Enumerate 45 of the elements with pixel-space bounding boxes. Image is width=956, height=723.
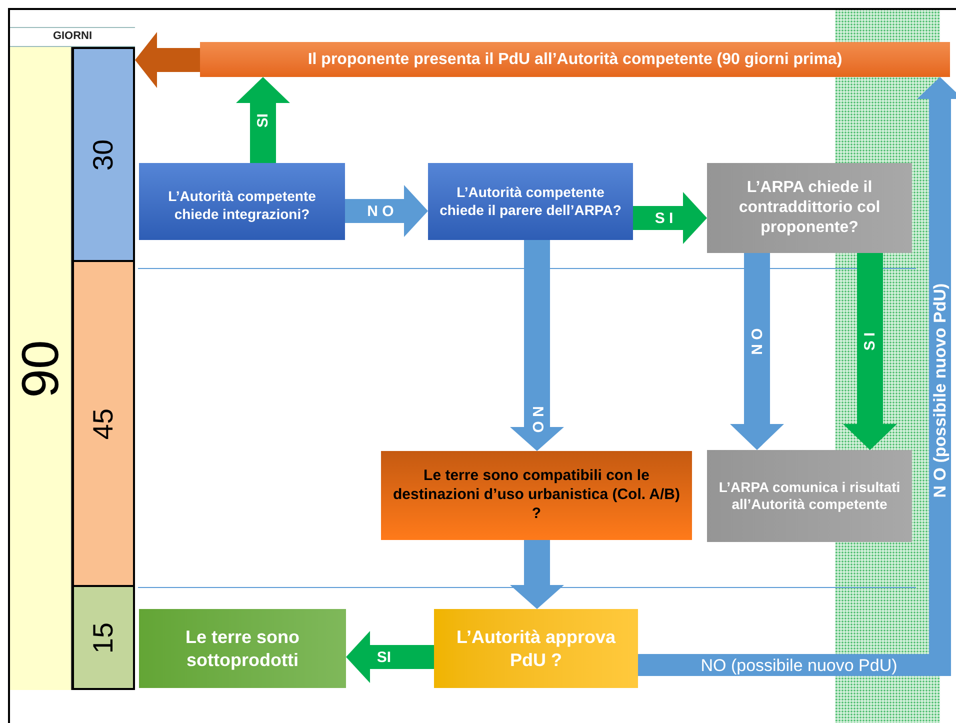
question-text: Le terre sono compatibili con le destinazioni d’uso urbanistica (Col. A/B) ? [392,467,681,524]
decision-box [381,451,692,540]
day-count: 90 [14,340,66,398]
edge-label: N O [367,204,394,218]
timeline-band [72,47,135,262]
edge-label: N O [530,406,544,433]
decision-box [139,163,345,240]
arrow-label: N O (possibile nuovo PdU) [932,282,948,498]
block-arrow [843,253,897,450]
decision-box [434,609,638,688]
question-text: L’ARPA chiede il contraddittorio col proponente? [738,178,882,238]
result-box [139,609,346,688]
block-arrow [346,631,434,683]
timeline-band [10,47,72,690]
block-arrow [638,77,956,676]
block-arrow [510,540,564,609]
timeline-band [72,585,135,690]
timeline-band [72,262,135,585]
edge-label: S I [654,210,674,226]
result-text: Le terre sono sottoprodotti [184,626,301,671]
block-arrow [345,185,428,237]
process-box [707,450,912,542]
question-text: L’Autorità competente chiede il parere dell’ARPA? [438,184,622,219]
block-arrow [730,253,784,450]
edge-label: NO (possibile nuovo PdU) [700,656,898,674]
block-arrow [510,240,564,451]
question-text: L’Autorità approva PdU ? [455,626,617,671]
decision-box [428,163,633,240]
column-header [10,27,135,47]
step-text: L’ARPA comunica i risultati all’Autorità competente [718,478,902,514]
block-arrow [135,32,200,88]
question-text: L’Autorità competente chiede integrazioni? [167,188,317,223]
edge-label: S I [862,332,878,351]
day-count: 45 [90,408,118,440]
day-count: 15 [90,622,118,654]
edge-label: N O [750,328,764,355]
edge-label: SI [376,650,392,664]
block-arrow [236,77,290,163]
column-heading: GIORNI [52,30,92,44]
day-count: 30 [90,138,118,170]
edge-label: SI [256,112,270,128]
block-arrow [633,192,707,244]
decision-box [707,163,912,253]
step-text: Il proponente presenta il PdU all’Autorità competente (90 giorni prima) [308,50,842,70]
step-banner [200,42,950,77]
